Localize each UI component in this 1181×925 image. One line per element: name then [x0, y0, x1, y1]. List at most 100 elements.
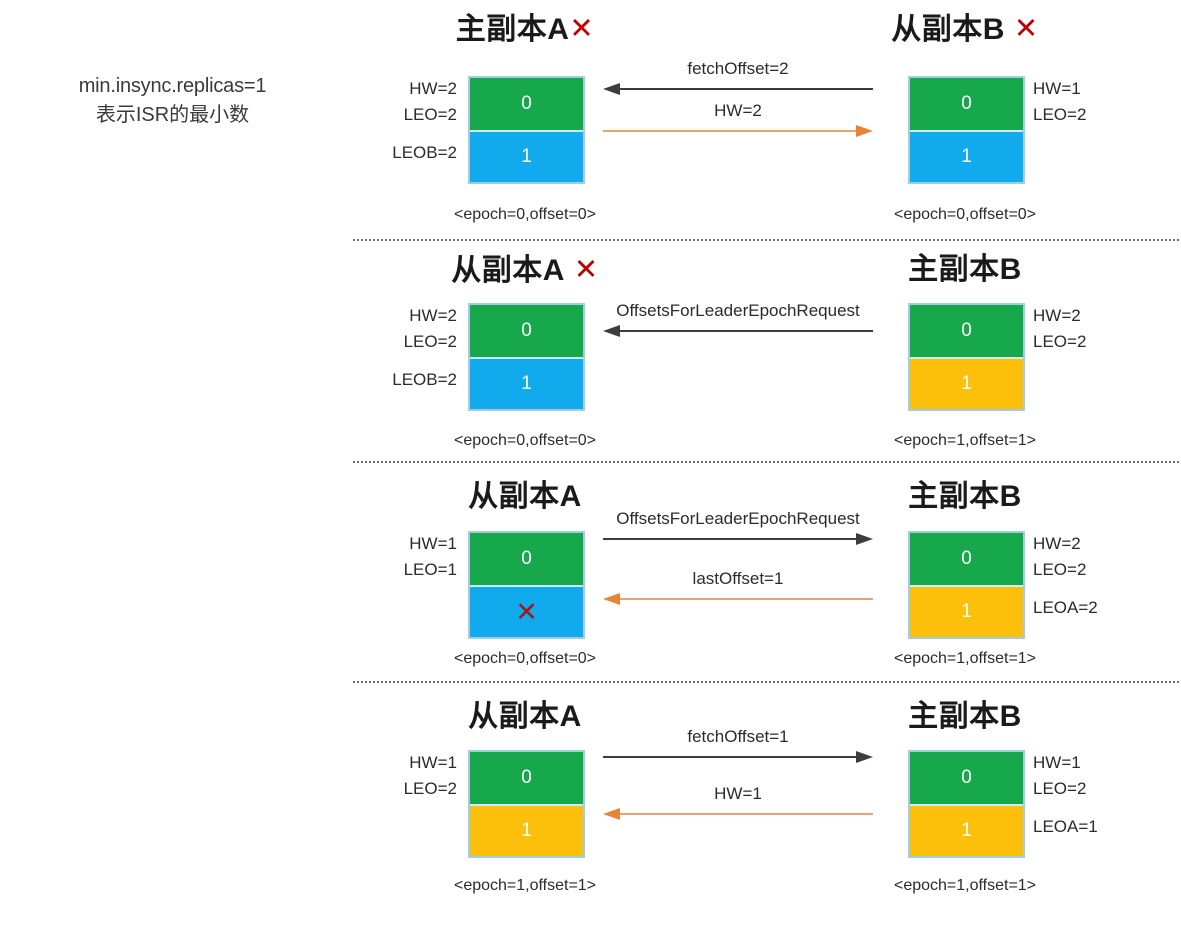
log-cell-offset-0: 0: [910, 305, 1023, 357]
replica-title: 主副本B: [815, 255, 1115, 285]
message-arrow-left: lastOffset=1: [603, 569, 873, 606]
failure-x-icon: ✕: [569, 11, 595, 45]
annotation-line: HW=1: [409, 534, 457, 553]
log-cell-offset-1: 1: [470, 804, 583, 856]
epoch-offset-caption: <epoch=0,offset=0>: [453, 432, 597, 449]
replica-title: 主副本A✕: [375, 14, 675, 45]
replica-title-text: 从副本B: [891, 13, 1005, 46]
log-segment-stack: 0✕: [468, 531, 585, 639]
annotation-line: LEO=2: [403, 332, 457, 352]
replica-title-text: 从副本A: [468, 700, 582, 733]
message-arrow-label: HW=1: [714, 784, 762, 803]
row-divider: [353, 461, 1179, 463]
config-note-line1: min.insync.replicas=1: [78, 75, 267, 97]
arrow-line-icon: [603, 325, 873, 337]
arrow-line-icon: [603, 808, 873, 820]
message-arrow-label: HW=2: [714, 101, 762, 120]
log-cell-offset-1: 1: [910, 130, 1023, 182]
failure-x-icon: ✕: [573, 252, 599, 286]
replica-title: 主副本B: [815, 482, 1115, 512]
arrow-line-icon: [603, 751, 873, 763]
annotation-line: LEO=2: [1033, 560, 1087, 580]
watermark-annotation-bottom: LEOB=2: [392, 370, 457, 389]
log-cell-offset-1: 1: [910, 585, 1023, 637]
replica-title-text: 主副本B: [908, 700, 1022, 733]
arrow-line-icon: [603, 533, 873, 545]
log-cell-offset-0: 0: [910, 533, 1023, 585]
log-cell-offset-1: 1: [470, 130, 583, 182]
message-arrow-left: HW=1: [603, 784, 873, 821]
watermark-annotation-bottom: LEOB=2: [392, 143, 457, 162]
watermark-annotation-bottom: LEOA=2: [1033, 598, 1098, 617]
annotation-line: LEO=2: [1033, 105, 1087, 125]
annotation-line: LEO=2: [1033, 332, 1087, 352]
annotation-line: HW=2: [1033, 534, 1081, 553]
watermark-annotation-bottom: LEOA=1: [1033, 817, 1098, 836]
replica-title: 从副本A: [375, 482, 675, 512]
epoch-offset-caption: <epoch=1,offset=1>: [453, 877, 597, 894]
annotation-line: HW=1: [409, 753, 457, 772]
message-arrow-label: fetchOffset=1: [687, 727, 789, 746]
message-arrow-right: fetchOffset=1: [603, 727, 873, 764]
annotation-line: HW=1: [1033, 753, 1081, 772]
annotation-line: LEO=2: [1033, 779, 1087, 799]
replica-title: 从副本A✕: [375, 255, 675, 286]
log-cell-offset-0: 0: [910, 752, 1023, 804]
replica-title-text: 主副本B: [908, 480, 1022, 513]
log-cell-offset-0: 0: [470, 305, 583, 357]
replica-title-text: 从副本A: [451, 254, 565, 287]
replica-title-text: 主副本A: [455, 13, 570, 46]
replica-title-text: 从副本A: [468, 480, 582, 513]
annotation-line: HW=2: [1033, 306, 1081, 325]
epoch-offset-caption: <epoch=0,offset=0>: [453, 206, 597, 223]
epoch-offset-caption: <epoch=1,offset=1>: [893, 432, 1037, 449]
arrow-line-icon: [603, 593, 873, 605]
arrow-line-icon: [603, 83, 873, 95]
log-cell-offset-0: 0: [470, 533, 583, 585]
message-arrow-right: HW=2: [603, 101, 873, 138]
log-cell-offset-0: 0: [470, 752, 583, 804]
message-arrow-label: lastOffset=1: [692, 569, 784, 588]
row-divider: [353, 681, 1179, 683]
log-cell-offset-1: 1: [910, 357, 1023, 409]
log-cell-offset-1: 1: [470, 357, 583, 409]
replica-title-text: 主副本B: [908, 253, 1022, 286]
annotation-line: LEO=1: [403, 560, 457, 580]
arrow-line-icon: [603, 125, 873, 137]
annotation-line: LEO=2: [403, 779, 457, 799]
message-arrow-left: OffsetsForLeaderEpochRequest: [603, 301, 873, 338]
replica-title: 主副本B: [815, 702, 1115, 732]
epoch-offset-caption: <epoch=0,offset=0>: [893, 206, 1037, 223]
annotation-line: HW=1: [1033, 79, 1081, 98]
row-divider: [353, 239, 1179, 241]
log-cell-offset-1: ✕: [470, 585, 583, 637]
failure-x-icon: ✕: [1013, 11, 1039, 45]
epoch-offset-caption: <epoch=1,offset=1>: [893, 877, 1037, 894]
replica-title: 从副本B✕: [815, 14, 1115, 45]
replica-title: 从副本A: [375, 702, 675, 732]
log-cell-offset-0: 0: [910, 78, 1023, 130]
message-arrow-label: fetchOffset=2: [687, 59, 789, 78]
config-note-line2: 表示ISR的最小数: [95, 104, 250, 126]
truncated-x-icon: ✕: [515, 596, 538, 628]
message-arrow-left: fetchOffset=2: [603, 59, 873, 96]
epoch-offset-caption: <epoch=0,offset=0>: [453, 650, 597, 667]
message-arrow-label: OffsetsForLeaderEpochRequest: [616, 509, 860, 528]
